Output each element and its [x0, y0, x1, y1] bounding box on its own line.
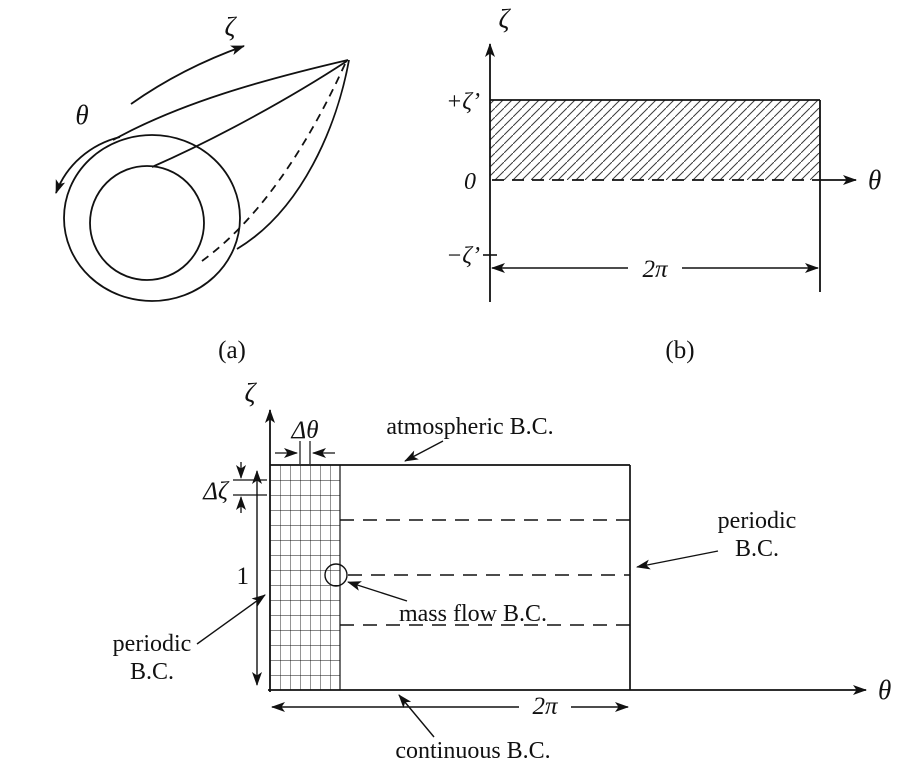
panel-a-caption: (a): [218, 337, 246, 364]
lower-bound-label: −ζ’: [446, 243, 480, 269]
continuous-bc-arrow: [398, 694, 435, 738]
mass-flow-marker-circle: [324, 563, 348, 587]
panel-c-span-label: 2π: [532, 693, 559, 720]
hatched-region: [490, 100, 820, 180]
panel-b-span-label: 2π: [642, 256, 669, 283]
span-label-backing: [519, 693, 571, 719]
panel-b-zeta-axis-label: ζ: [499, 4, 512, 34]
periodic-left-bc-label-line1: periodic: [113, 631, 192, 657]
origin-label: 0: [464, 169, 476, 195]
mass-flow-bc-label: mass flow B.C.: [399, 601, 547, 627]
panel-c-zeta-axis-label: ζ: [245, 378, 258, 408]
panel-a-theta-label: θ: [75, 100, 88, 130]
panel-c: Δθ Δζ 1 2π ζ θ atmospheric B.C. periodic…: [113, 378, 892, 764]
zeta-direction-arrow: [130, 45, 245, 105]
periodic-left-bc-arrow: [196, 594, 266, 645]
periodic-left-bc-label-line2: B.C.: [130, 659, 174, 685]
mesh-region: [270, 465, 340, 690]
inner-roll-circle: [89, 165, 205, 281]
panel-b-caption: (b): [665, 337, 694, 364]
upper-bound-label: +ζ’: [446, 89, 480, 115]
height-label: 1: [237, 563, 250, 590]
atmospheric-bc-arrow: [404, 440, 444, 462]
theta-direction-arrow: [55, 136, 121, 194]
panel-a-zeta-label: ζ: [225, 12, 238, 42]
sheet-hidden-edge-dashed: [201, 63, 346, 262]
continuous-bc-label: continuous B.C.: [395, 738, 550, 764]
delta-theta-label: Δθ: [291, 417, 319, 444]
sheet-top-edge: [112, 59, 349, 141]
panel-b: 2π ζ θ +ζ’ 0 −ζ’ (b): [446, 4, 881, 364]
panel-a: ζ θ (a): [55, 12, 350, 364]
span-label-backing: [628, 255, 682, 283]
delta-zeta-label: Δζ: [202, 478, 230, 505]
periodic-right-bc-label-line2: B.C.: [735, 536, 779, 562]
panel-c-theta-axis-label: θ: [878, 675, 891, 705]
outer-roll-ellipse: [63, 134, 241, 302]
sheet-bottom-edge: [236, 59, 350, 250]
periodic-right-bc-arrow: [636, 550, 719, 570]
mass-flow-bc-arrow: [347, 581, 408, 602]
periodic-right-bc-label-line1: periodic: [718, 508, 797, 534]
sheet-inner-edge: [151, 60, 348, 168]
panel-b-theta-axis-label: θ: [868, 165, 881, 195]
atmospheric-bc-label: atmospheric B.C.: [386, 414, 553, 440]
